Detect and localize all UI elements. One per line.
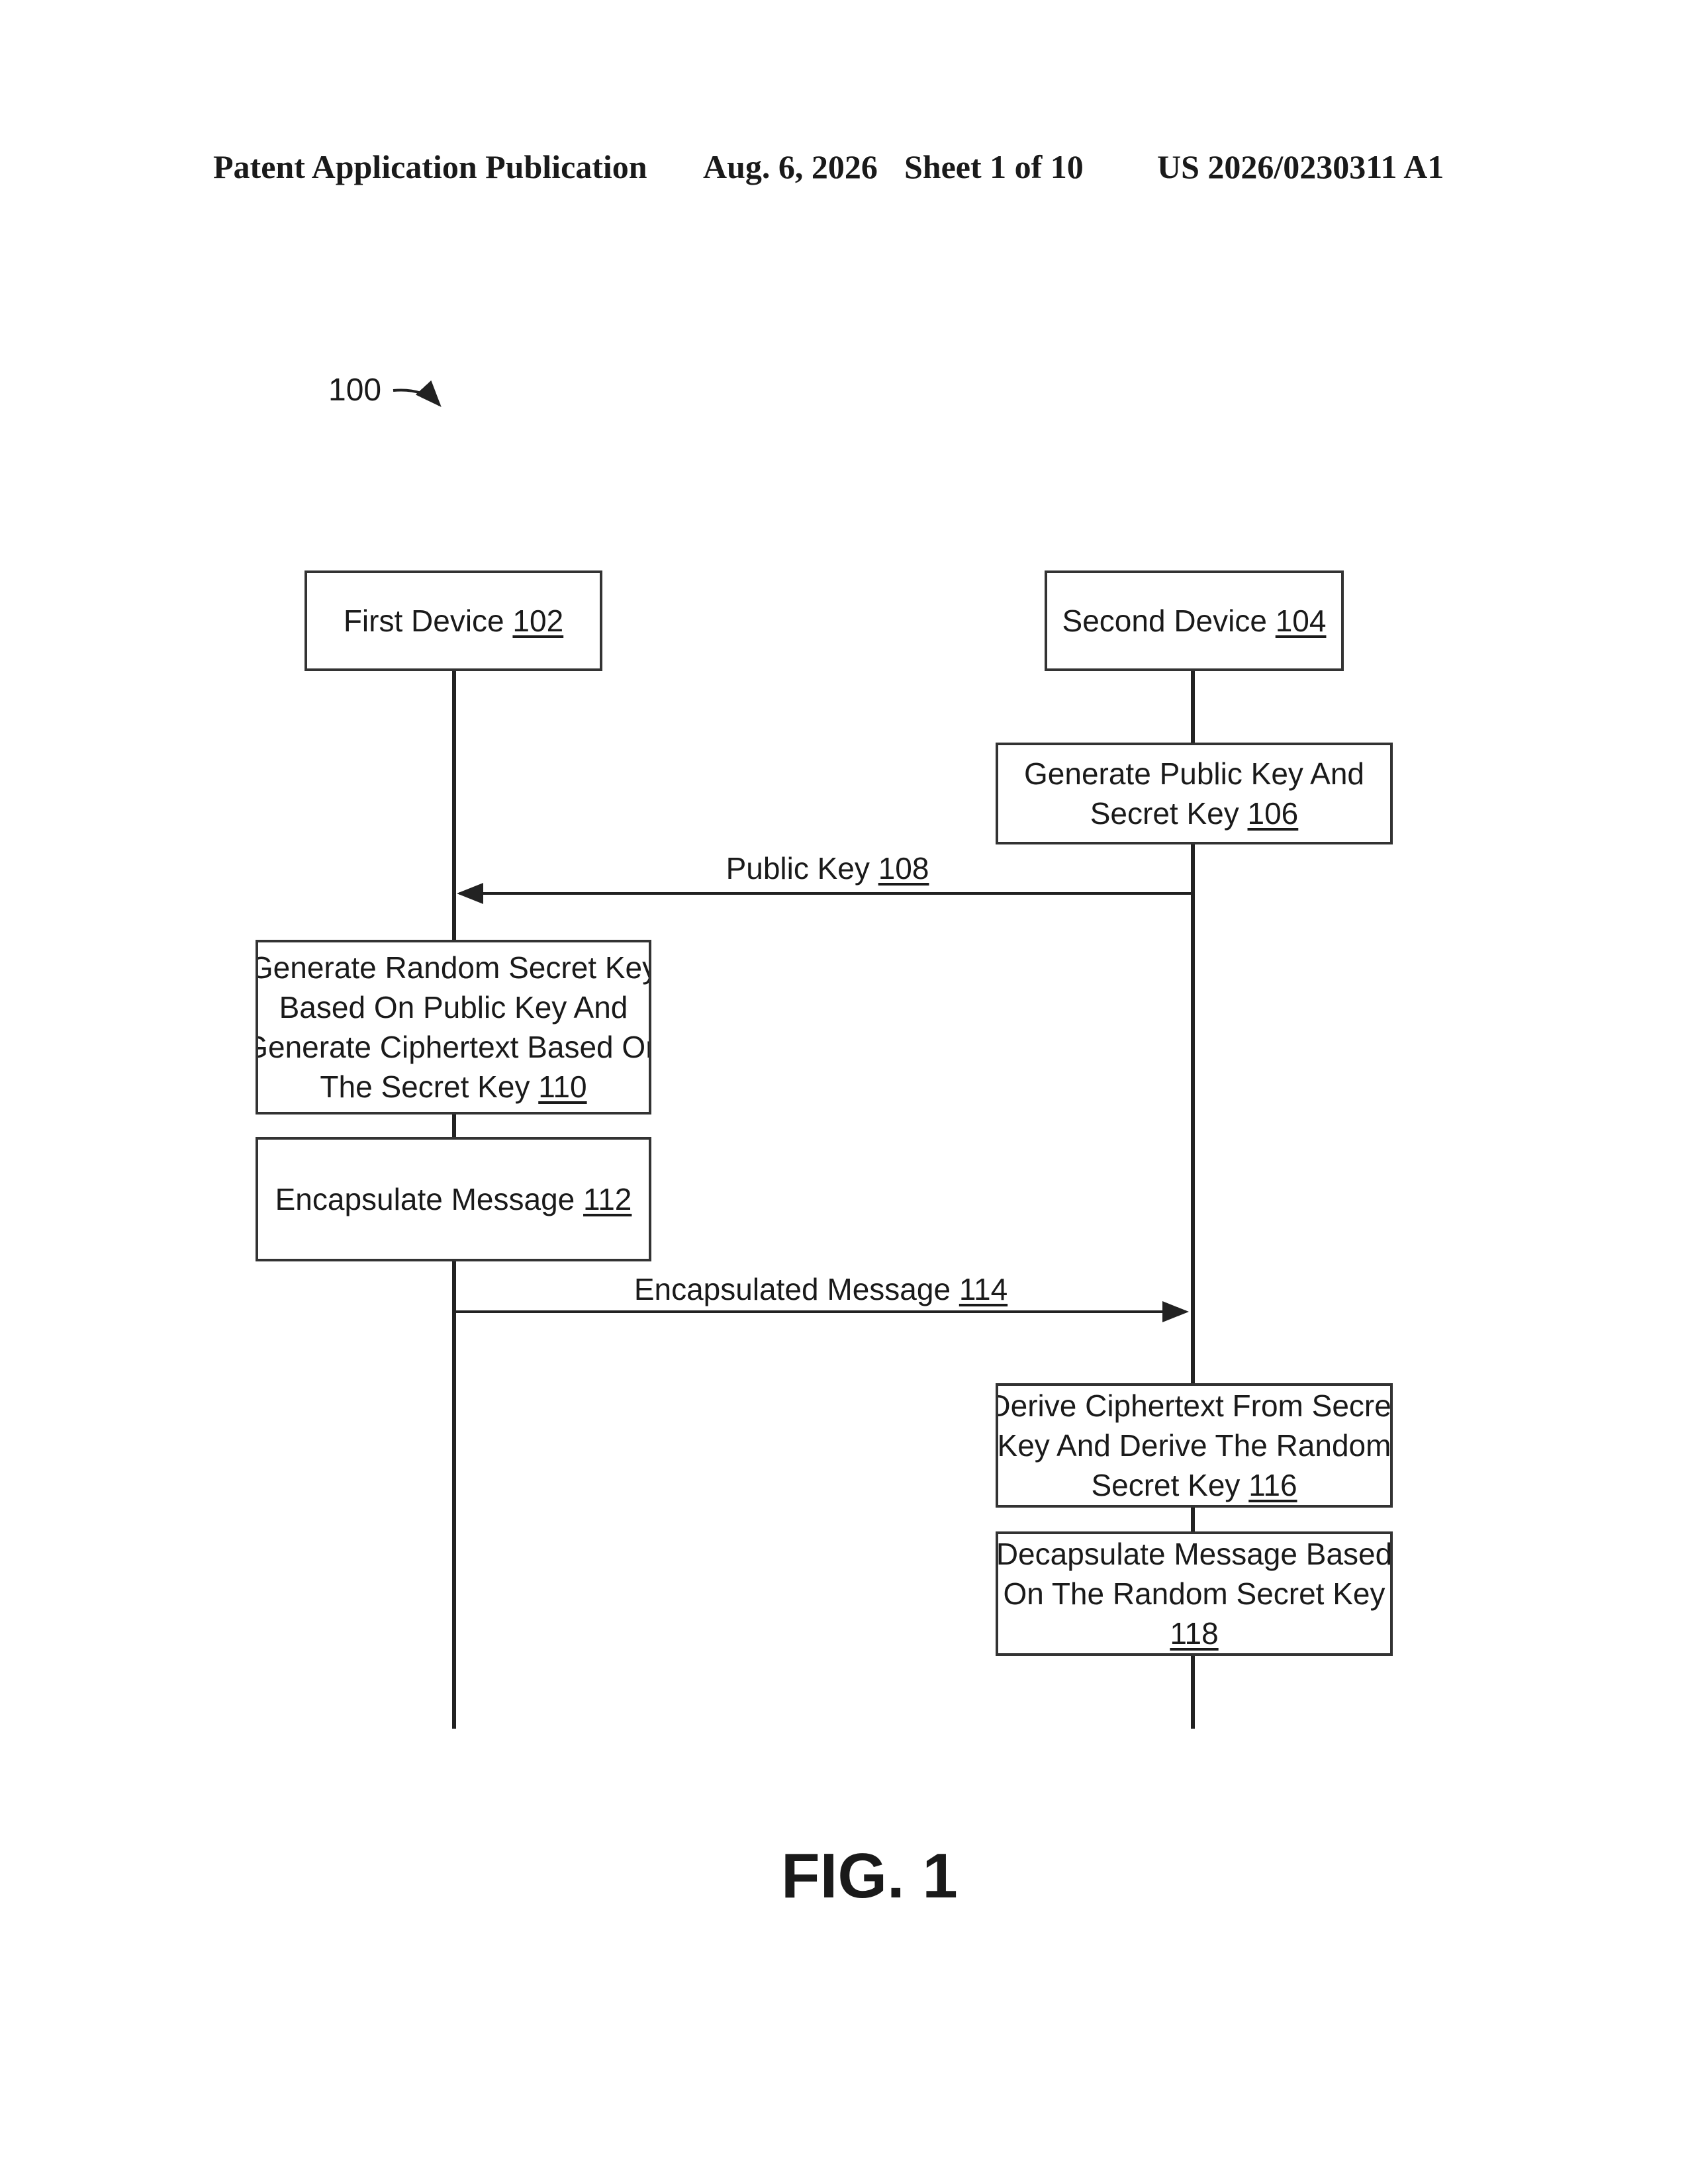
- step-106-ref: 106: [1248, 796, 1299, 831]
- first-device-ref: 102: [512, 604, 563, 638]
- public-key-message-label: Public Key 108: [662, 850, 993, 887]
- second-device-label: Second Device: [1062, 604, 1267, 638]
- step-116-line-1: Derive Ciphertext From Secret: [996, 1386, 1393, 1426]
- step-110-line-3: Generate Ciphertext Based On: [256, 1027, 651, 1067]
- step-118-line-2: On The Random Secret Key: [1004, 1574, 1385, 1614]
- step-118-line-1: Decapsulate Message Based: [996, 1534, 1392, 1574]
- step-106-line-2: Secret Key: [1090, 796, 1239, 831]
- encapsulated-message-ref: 114: [959, 1272, 1008, 1306]
- step-110-line-1: Generate Random Secret Key: [256, 948, 651, 987]
- first-device-label: First Device: [344, 604, 504, 638]
- step-110-ref: 110: [538, 1069, 586, 1104]
- figure-label: FIG. 1: [781, 1840, 958, 1913]
- step-112-label: Encapsulate Message: [275, 1182, 575, 1216]
- step-112-ref: 112: [583, 1182, 632, 1216]
- step-110-line-4: The Secret Key: [320, 1069, 530, 1104]
- step-110-line-2: Based On Public Key And: [279, 987, 628, 1027]
- step-106-line-1: Generate Public Key And: [1024, 754, 1364, 794]
- step-118-ref: 118: [1170, 1616, 1218, 1651]
- encapsulated-message-label: Encapsulated Message 114: [622, 1271, 1019, 1308]
- second-device-ref: 104: [1276, 604, 1327, 638]
- step-decapsulate-message: Decapsulate Message Based On The Random …: [996, 1531, 1393, 1656]
- encapsulated-message-text: Encapsulated Message: [634, 1272, 951, 1306]
- step-116-line-2: Key And Derive The Random: [998, 1426, 1391, 1465]
- step-encapsulate-message: Encapsulate Message 112: [256, 1137, 651, 1261]
- step-generate-random-secret-key: Generate Random Secret Key Based On Publ…: [256, 940, 651, 1115]
- second-device-box: Second Device 104: [1045, 570, 1344, 671]
- public-key-label: Public Key: [726, 851, 870, 886]
- step-derive-ciphertext: Derive Ciphertext From Secret Key And De…: [996, 1383, 1393, 1508]
- public-key-ref: 108: [878, 851, 929, 886]
- step-generate-public-secret-key: Generate Public Key And Secret Key 106: [996, 743, 1393, 844]
- step-116-line-3: Secret Key: [1091, 1468, 1248, 1502]
- step-116-ref: 116: [1248, 1468, 1297, 1502]
- figure-reference-arrow: [393, 390, 440, 405]
- first-device-box: First Device 102: [305, 570, 602, 671]
